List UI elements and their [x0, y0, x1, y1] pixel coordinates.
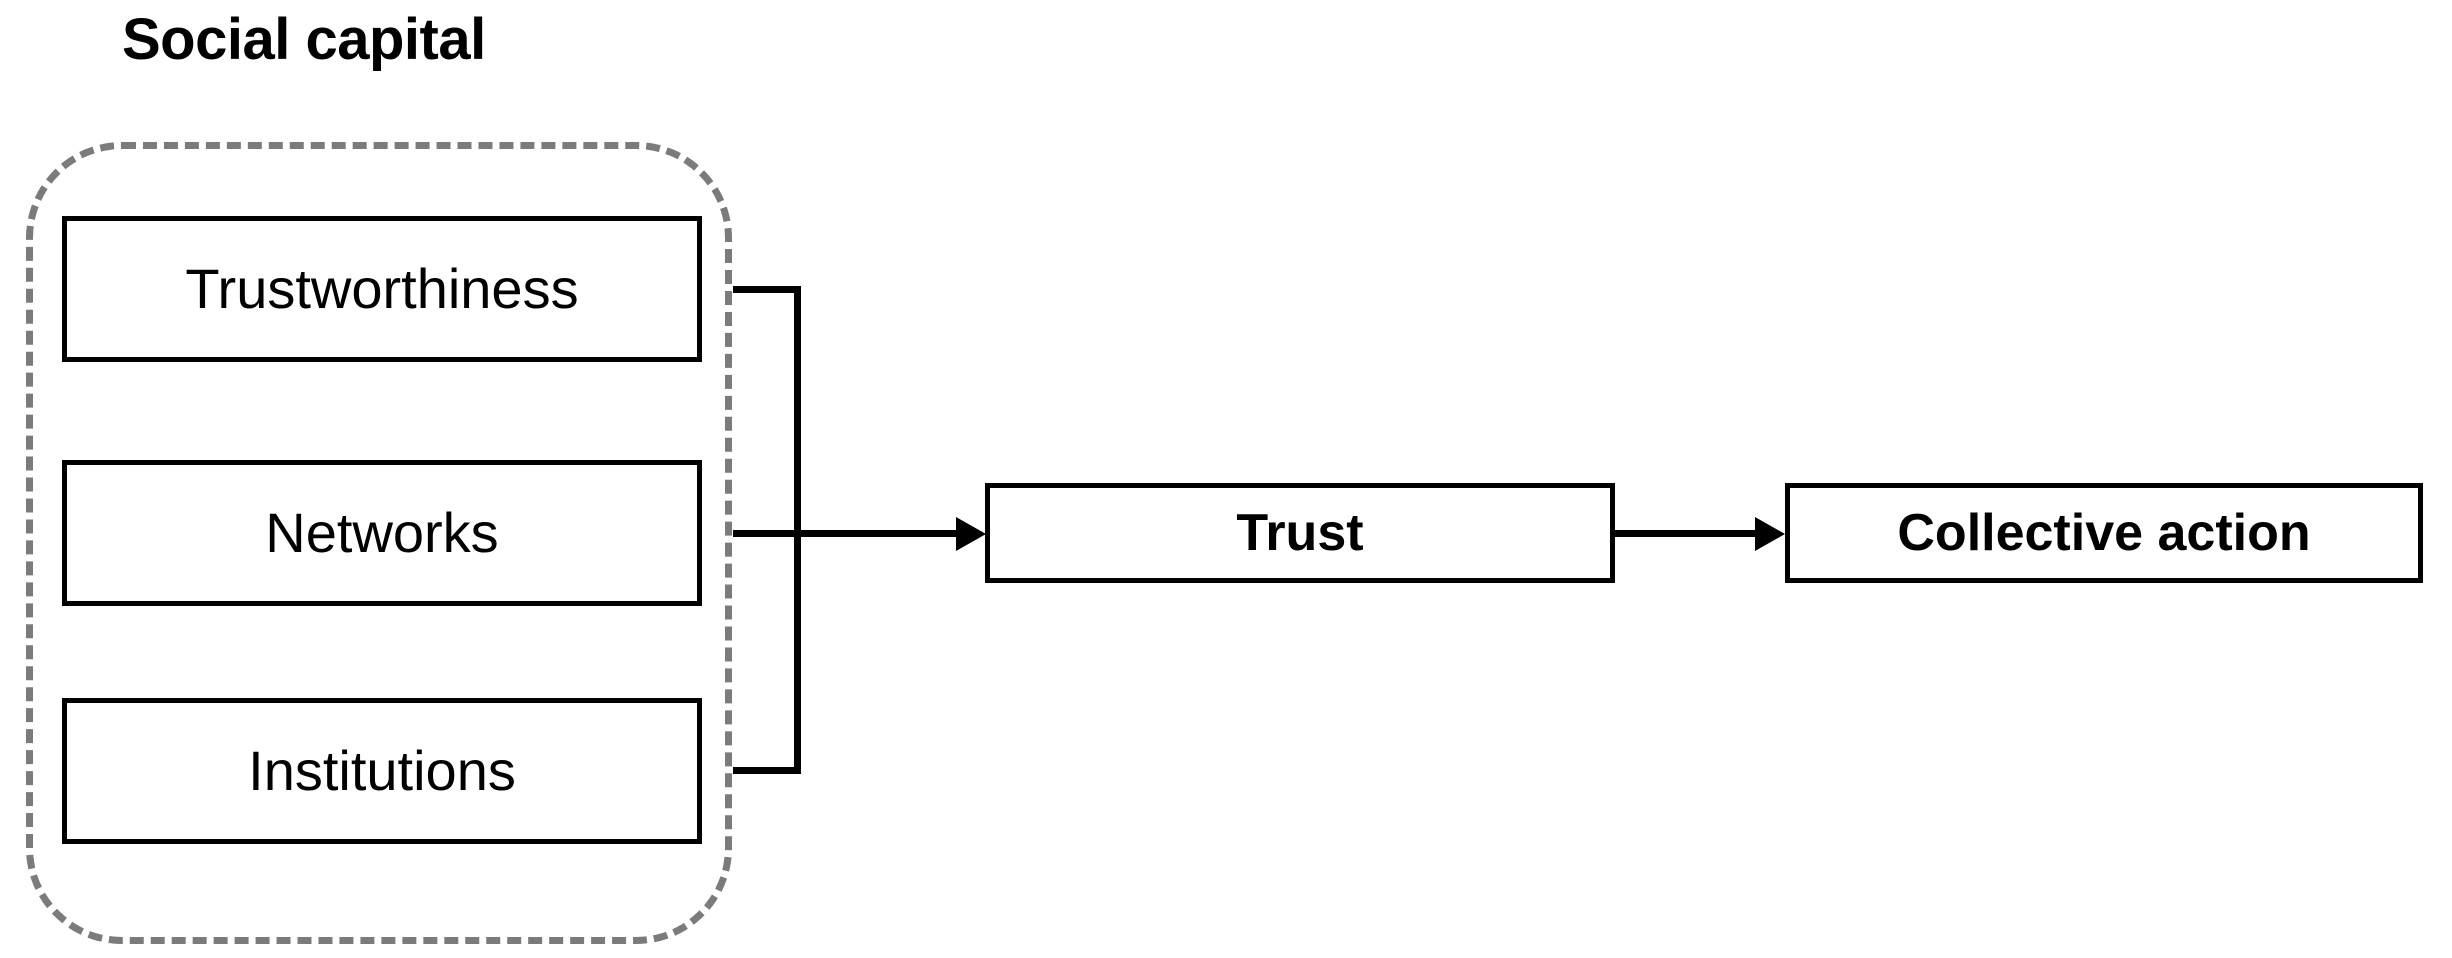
arrowhead-icon-to-collective-action: [1755, 517, 1785, 551]
node-institutions-label: Institutions: [248, 739, 516, 802]
edge-trust-to-collective-action: [1615, 530, 1760, 537]
edge-social-capital-to-trust: [733, 530, 965, 537]
bracket-top-stub: [733, 286, 801, 293]
bracket-bottom-stub: [733, 767, 801, 774]
node-trust[interactable]: Trust: [985, 483, 1615, 583]
group-title: Social capital: [122, 7, 486, 72]
node-trustworthiness-label: Trustworthiness: [185, 257, 579, 320]
node-trustworthiness[interactable]: Trustworthiness: [62, 216, 702, 362]
social-capital-group-container: [26, 142, 732, 944]
node-networks[interactable]: Networks: [62, 460, 702, 606]
arrowhead-icon-to-trust: [956, 517, 986, 551]
node-networks-label: Networks: [265, 501, 499, 564]
node-collective-action-label: Collective action: [1897, 504, 2311, 562]
node-collective-action[interactable]: Collective action: [1785, 483, 2423, 583]
node-institutions[interactable]: Institutions: [62, 698, 702, 844]
node-trust-label: Trust: [1236, 504, 1364, 562]
